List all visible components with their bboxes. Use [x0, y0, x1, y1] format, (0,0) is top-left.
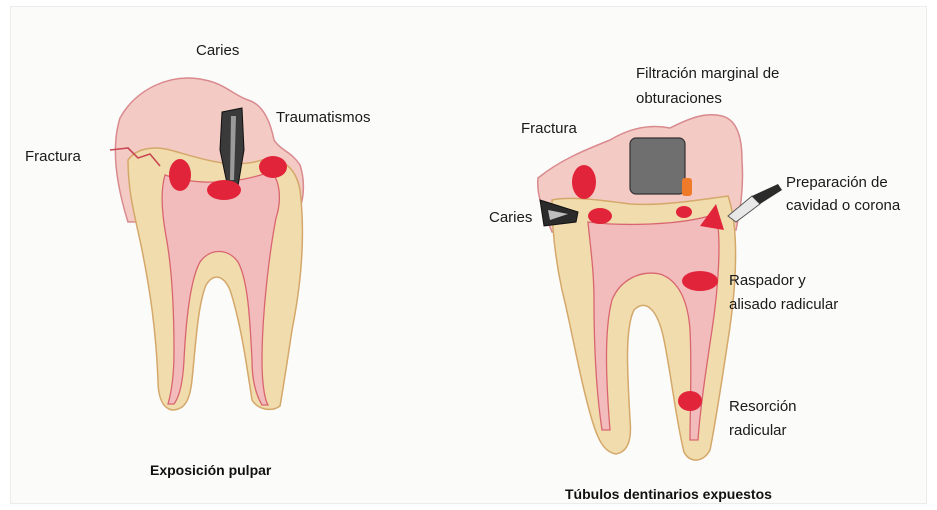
right-filling-gap	[682, 178, 692, 196]
left-lesion-1	[169, 159, 191, 191]
left-lesion-3	[259, 156, 287, 178]
label-right-fractura: Fractura	[521, 118, 577, 140]
left-lesion-2	[207, 180, 241, 200]
right-lesion-caries	[588, 208, 612, 224]
right-lesion-filtracion	[676, 206, 692, 218]
right-lesion-fractura	[572, 165, 596, 199]
label-right-filtracion-line1: Filtración marginal de	[636, 63, 779, 85]
right-lesion-raspador	[682, 271, 718, 291]
label-left-traumatismos: Traumatismos	[276, 107, 370, 129]
left-tooth-pulp	[162, 172, 279, 405]
label-right-raspador-line1: Raspador y	[729, 270, 806, 292]
left-tooth	[110, 78, 303, 410]
label-right-raspador-line2: alisado radicular	[729, 294, 838, 316]
right-filling	[630, 138, 685, 194]
label-right-caries: Caries	[489, 207, 532, 229]
label-left-fractura: Fractura	[25, 146, 81, 168]
label-right-resorcion-line1: Resorción	[729, 396, 797, 418]
label-right-preparacion-line1: Preparación de	[786, 172, 888, 194]
right-lesion-resorcion	[678, 391, 702, 411]
label-left-caries: Caries	[196, 40, 239, 62]
label-right-preparacion-line2: cavidad o corona	[786, 195, 900, 217]
caption-right: Túbulos dentinarios expuestos	[565, 486, 772, 502]
caption-left: Exposición pulpar	[150, 462, 271, 478]
label-right-resorcion-line2: radicular	[729, 420, 787, 442]
label-right-filtracion-line2: obturaciones	[636, 88, 722, 110]
